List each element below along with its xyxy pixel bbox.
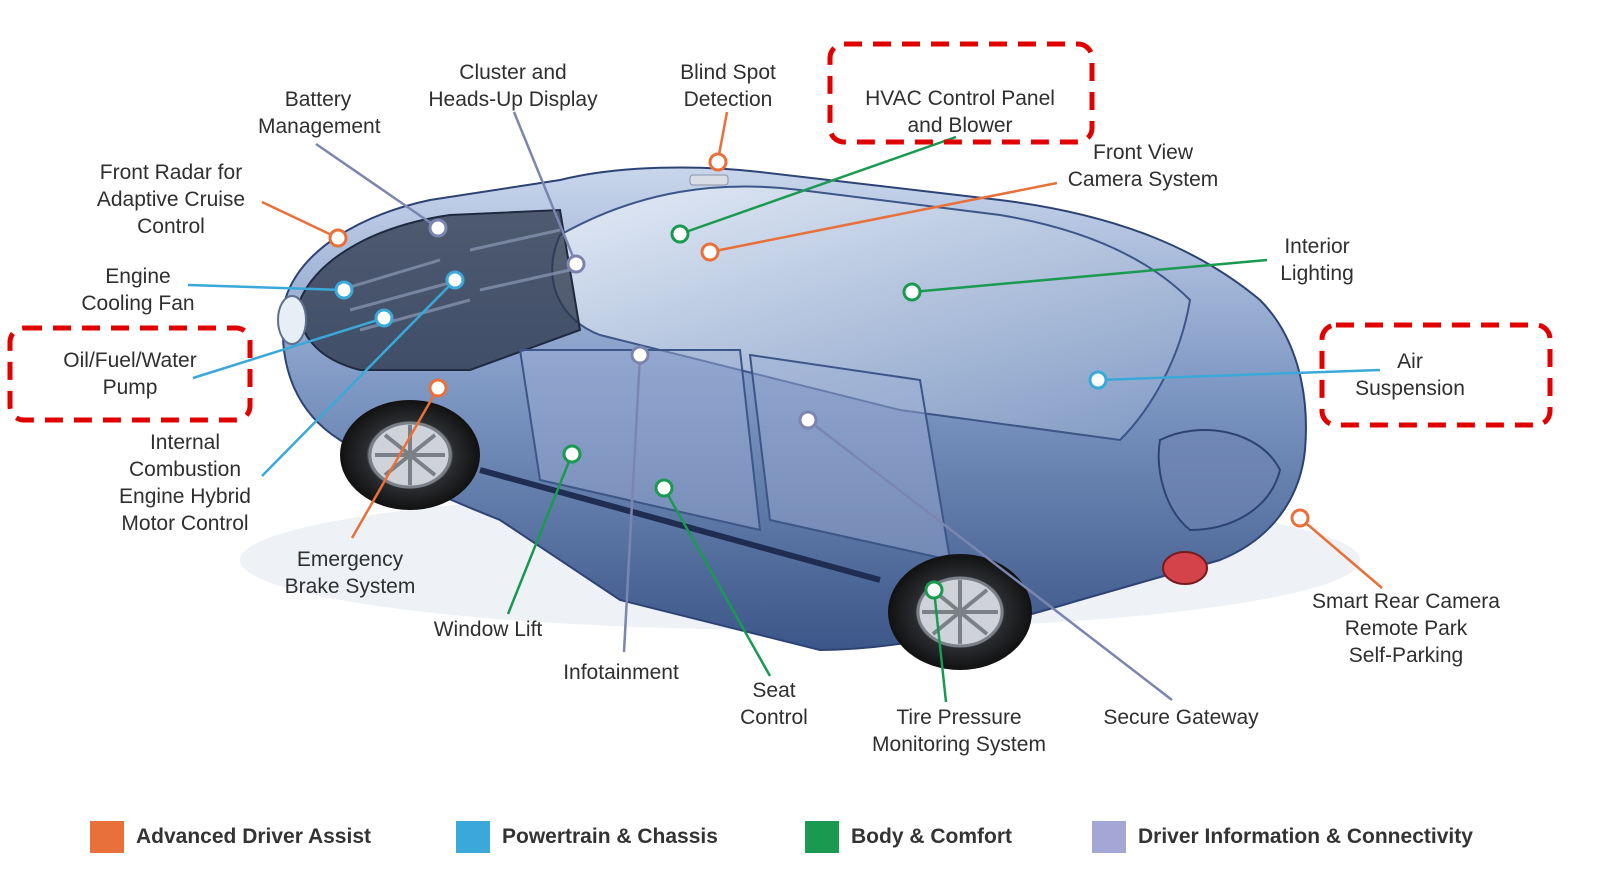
label-engine-cooling-fan: Engine Cooling Fan bbox=[81, 265, 195, 315]
dot-rear-camera bbox=[1290, 508, 1310, 528]
label-hvac: HVAC Control Panel and Blower bbox=[865, 87, 1055, 137]
label-front-radar: Front Radar for Adaptive Cruise Control bbox=[96, 161, 246, 238]
line-engine-fan bbox=[187, 283, 345, 292]
line-interior bbox=[911, 258, 1268, 294]
highlight-oil-pump bbox=[7, 325, 253, 423]
label-battery-management: Battery Management bbox=[258, 88, 381, 138]
dot-front-view bbox=[700, 242, 720, 262]
front-wheel bbox=[340, 400, 480, 510]
line-oil-pump bbox=[192, 316, 385, 380]
dot-oil-pump bbox=[374, 308, 394, 328]
dot-infotainment bbox=[630, 345, 650, 365]
legend-swatch bbox=[1092, 821, 1126, 853]
line-front-radar bbox=[261, 200, 339, 240]
highlight-boxes bbox=[7, 41, 1553, 428]
dot-tire bbox=[924, 580, 944, 600]
label-seat-control: Seat Control bbox=[740, 679, 808, 729]
legend-powertrain-chassis: Powertrain & Chassis bbox=[456, 820, 718, 854]
label-window-lift: Window Lift bbox=[433, 618, 543, 641]
label-ice-hybrid: Internal Combustion Engine Hybrid Motor … bbox=[119, 431, 251, 535]
leader-lines bbox=[187, 111, 1383, 703]
component-dots bbox=[328, 152, 1310, 600]
dot-front-radar bbox=[328, 228, 348, 248]
dot-hvac bbox=[670, 224, 690, 244]
label-tire-pressure: Tire Pressure Monitoring System bbox=[872, 706, 1046, 756]
label-oil-fuel-water-pump: Oil/Fuel/Water Pump bbox=[63, 349, 197, 399]
legend-advanced-driver-assist: Advanced Driver Assist bbox=[90, 820, 371, 854]
highlight-air-suspension bbox=[1319, 322, 1553, 428]
label-secure-gateway: Secure Gateway bbox=[1103, 706, 1259, 729]
legend-swatch bbox=[90, 821, 124, 853]
line-front-view bbox=[709, 181, 1058, 254]
dot-battery bbox=[428, 218, 448, 238]
legend-swatch bbox=[456, 821, 490, 853]
dot-air-suspension bbox=[1088, 370, 1108, 390]
dot-emergency-brake bbox=[428, 378, 448, 398]
legend-driver-information: Driver Information & Connectivity bbox=[1092, 820, 1473, 854]
label-emergency-brake: Emergency Brake System bbox=[284, 548, 416, 598]
line-emergency-brake bbox=[350, 387, 440, 539]
label-air-suspension: Air Suspension bbox=[1355, 350, 1465, 400]
car-illustration bbox=[240, 166, 1360, 670]
line-tire bbox=[932, 589, 948, 703]
line-seat bbox=[662, 487, 772, 677]
line-rear-camera bbox=[1299, 517, 1383, 589]
dot-seat bbox=[654, 478, 674, 498]
line-hvac bbox=[679, 135, 957, 236]
label-smart-rear-camera: Smart Rear Camera Remote Park Self-Parki… bbox=[1312, 590, 1500, 667]
dot-interior bbox=[902, 282, 922, 302]
dot-window-lift bbox=[562, 444, 582, 464]
line-blind-spot bbox=[716, 111, 729, 161]
rear-wheel bbox=[888, 554, 1032, 670]
dot-gateway bbox=[798, 410, 818, 430]
legend-body-comfort: Body & Comfort bbox=[805, 820, 1012, 854]
dot-engine-fan bbox=[334, 280, 354, 300]
line-gateway bbox=[807, 419, 1173, 701]
dot-cluster bbox=[566, 254, 586, 274]
dot-blind-spot bbox=[708, 152, 728, 172]
label-front-view-camera: Front View Camera System bbox=[1067, 141, 1219, 191]
highlight-hvac bbox=[827, 41, 1095, 145]
line-ice bbox=[261, 279, 456, 477]
label-cluster-hud: Cluster and Heads-Up Display bbox=[428, 61, 598, 111]
legend-swatch bbox=[805, 821, 839, 853]
dot-ice bbox=[445, 270, 465, 290]
line-window-lift bbox=[506, 453, 574, 615]
line-cluster bbox=[512, 111, 578, 265]
line-air-suspension bbox=[1097, 368, 1381, 382]
label-blind-spot: Blind Spot Detection bbox=[680, 61, 776, 111]
line-infotainment bbox=[622, 354, 642, 653]
engine-bay bbox=[298, 208, 582, 371]
label-infotainment: Infotainment bbox=[563, 661, 679, 684]
line-battery bbox=[315, 142, 439, 230]
label-interior-lighting: Interior Lighting bbox=[1280, 235, 1354, 285]
